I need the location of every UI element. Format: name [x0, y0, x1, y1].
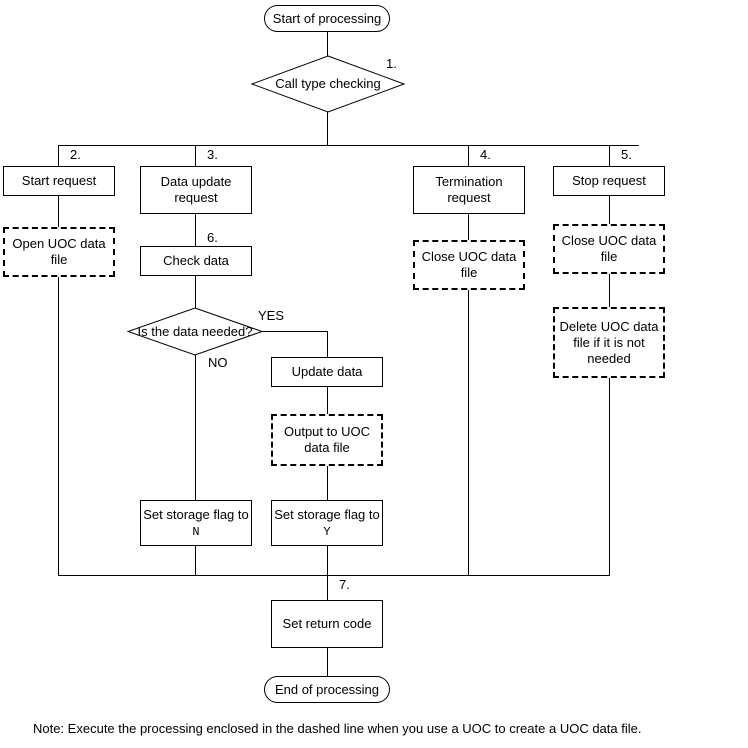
node-output-to-uoc-data-file[interactable]: Output to UOC data file — [271, 414, 383, 466]
node-set-storage-flag-y[interactable]: Set storage flag to Y — [271, 500, 383, 546]
node-label: Update data — [291, 364, 363, 379]
connector-returncode-to-end — [327, 648, 328, 676]
node-call-type-checking[interactable]: Call type checking — [250, 55, 406, 113]
node-label-value: Y — [323, 524, 331, 539]
node-label: Delete UOC data file if it is not needed — [559, 318, 659, 366]
connector-start-to-calltype — [327, 32, 328, 57]
node-delete-uoc-data-file[interactable]: Delete UOC data file if it is not needed — [553, 307, 665, 378]
diamond-shape — [250, 55, 406, 113]
node-label: Close UOC data file — [561, 233, 657, 264]
node-label: Close UOC data file — [421, 249, 517, 280]
node-label-prefix: Set storage flag to — [274, 506, 380, 522]
connector-closeuoc-to-bottom-bus — [468, 290, 469, 575]
node-label: Check data — [163, 253, 229, 268]
step-number-4: 4. — [480, 147, 491, 162]
node-label: Set storage flag to Y — [272, 507, 382, 540]
node-is-the-data-needed[interactable]: Is the data needed? — [126, 307, 264, 356]
connector-output-to-flagy — [327, 466, 328, 500]
node-start-of-processing[interactable]: Start of processing — [264, 5, 390, 32]
connector-bus-drop-stop — [609, 145, 610, 166]
connector-bottom-bus — [58, 575, 610, 576]
diagram-note: Note: Execute the processing enclosed in… — [33, 721, 642, 736]
connector-bus-drop-data-update — [195, 145, 196, 166]
connector-termination-to-closeuoc — [468, 214, 469, 240]
node-open-uoc-data-file[interactable]: Open UOC data file — [3, 227, 115, 277]
node-check-data[interactable]: Check data — [140, 246, 252, 276]
connector-bus-drop-start-request — [58, 145, 59, 166]
connector-calltype-to-bus — [327, 112, 328, 145]
connector-flagn-to-bottom-bus — [195, 546, 196, 575]
node-label: Set storage flag to N — [141, 507, 251, 540]
node-label: Output to UOC data file — [284, 424, 370, 455]
connector-yes-branch-horizontal — [252, 331, 328, 332]
node-set-storage-flag-n[interactable]: Set storage flag to N — [140, 500, 252, 546]
step-number-1: 1. — [386, 56, 397, 71]
connector-top-bus — [58, 145, 639, 146]
connector-no-branch — [195, 355, 196, 500]
connector-openuoc-to-bottom-bus — [58, 277, 59, 575]
node-label: Start of processing — [272, 10, 382, 26]
connector-stoprequest-to-closeuoc — [609, 196, 610, 224]
node-label: Start request — [21, 173, 97, 188]
edge-label-no: NO — [208, 355, 228, 370]
connector-startrequest-to-openuoc — [58, 196, 59, 227]
connector-closeuoc-to-deleteuoc — [609, 274, 610, 307]
node-start-request[interactable]: Start request — [3, 166, 115, 196]
step-number-6: 6. — [207, 230, 218, 245]
node-update-data[interactable]: Update data — [271, 357, 383, 387]
node-stop-request[interactable]: Stop request — [553, 166, 665, 196]
node-label-value: N — [192, 524, 200, 539]
connector-updatedata-to-output — [327, 387, 328, 414]
node-termination-request[interactable]: Termination request — [413, 166, 525, 214]
node-end-of-processing[interactable]: End of processing — [264, 676, 390, 703]
node-label-prefix: Set storage flag to — [143, 506, 249, 522]
step-number-5: 5. — [621, 147, 632, 162]
step-number-3: 3. — [207, 147, 218, 162]
step-number-2: 2. — [70, 147, 81, 162]
connector-checkdata-to-decision — [195, 276, 196, 308]
connector-bottom-bus-to-returncode — [327, 575, 328, 600]
node-label: Termination request — [435, 174, 503, 205]
node-label: Open UOC data file — [12, 236, 106, 267]
connector-bus-drop-termination — [468, 145, 469, 166]
node-close-uoc-data-file-termination[interactable]: Close UOC data file — [413, 240, 525, 290]
node-label: Set return code — [282, 616, 372, 631]
node-label: Data update request — [160, 174, 232, 205]
connector-deleteuoc-to-bottom-bus — [609, 378, 610, 575]
step-number-7: 7. — [339, 577, 350, 592]
node-label: Stop request — [572, 173, 646, 188]
node-close-uoc-data-file-stop[interactable]: Close UOC data file — [553, 224, 665, 274]
edge-label-yes: YES — [258, 308, 285, 323]
connector-yes-branch-vertical — [327, 331, 328, 357]
connector-flagy-to-bottom-bus — [327, 546, 328, 575]
connector-dataupdate-to-checkdata — [195, 214, 196, 246]
node-label: End of processing — [274, 681, 380, 697]
diamond-shape — [126, 307, 264, 356]
node-data-update-request[interactable]: Data update request — [140, 166, 252, 214]
node-set-return-code[interactable]: Set return code — [271, 600, 383, 648]
